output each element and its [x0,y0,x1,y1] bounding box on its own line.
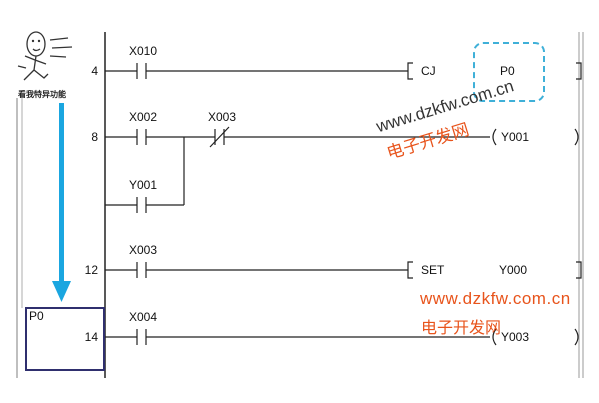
watermark-site: 电子开发网 [421,320,502,337]
step-number: 8 [91,130,98,144]
coil-label: Y001 [501,130,530,144]
coil-y001-left [492,128,497,146]
left-gutter-line-inner [21,98,23,308]
contact-label: Y001 [129,178,158,192]
pointer-label: P0 [29,309,44,323]
contact-x003-nc-slash [209,126,230,148]
rung-12 [105,261,582,279]
running-cartoon-character-icon [17,31,73,81]
operand-label: P0 [500,64,515,78]
instruction-bracket-left [407,62,413,80]
step-number: 14 [84,330,98,344]
contact-label: X004 [129,310,158,324]
coil-y001-right [574,128,579,146]
contact-label: X002 [129,110,158,124]
contact-label: X003 [208,110,237,124]
watermark-url: www.dzkfw.com.cn [420,289,571,308]
left-gutter-line [16,98,18,378]
contact-label: X003 [129,243,158,257]
step-number: 4 [91,64,98,78]
instruction-bracket-right [576,62,582,80]
operand-label: Y000 [499,263,528,277]
pointer-label-box [25,307,105,371]
step-number: 12 [84,263,98,277]
jump-arrow [52,103,71,302]
rung-4 [105,42,582,102]
mascot-caption: 看我特异功能 [18,90,66,99]
contact-label: X010 [129,44,158,58]
instruction-label: CJ [421,64,436,78]
instruction-label: SET [421,263,445,277]
rung-8 [105,126,579,213]
rung-14 [105,328,579,346]
coil-label: Y003 [501,330,530,344]
jump-arrow-head [52,281,71,302]
p0-dashed-highlight [473,42,545,102]
